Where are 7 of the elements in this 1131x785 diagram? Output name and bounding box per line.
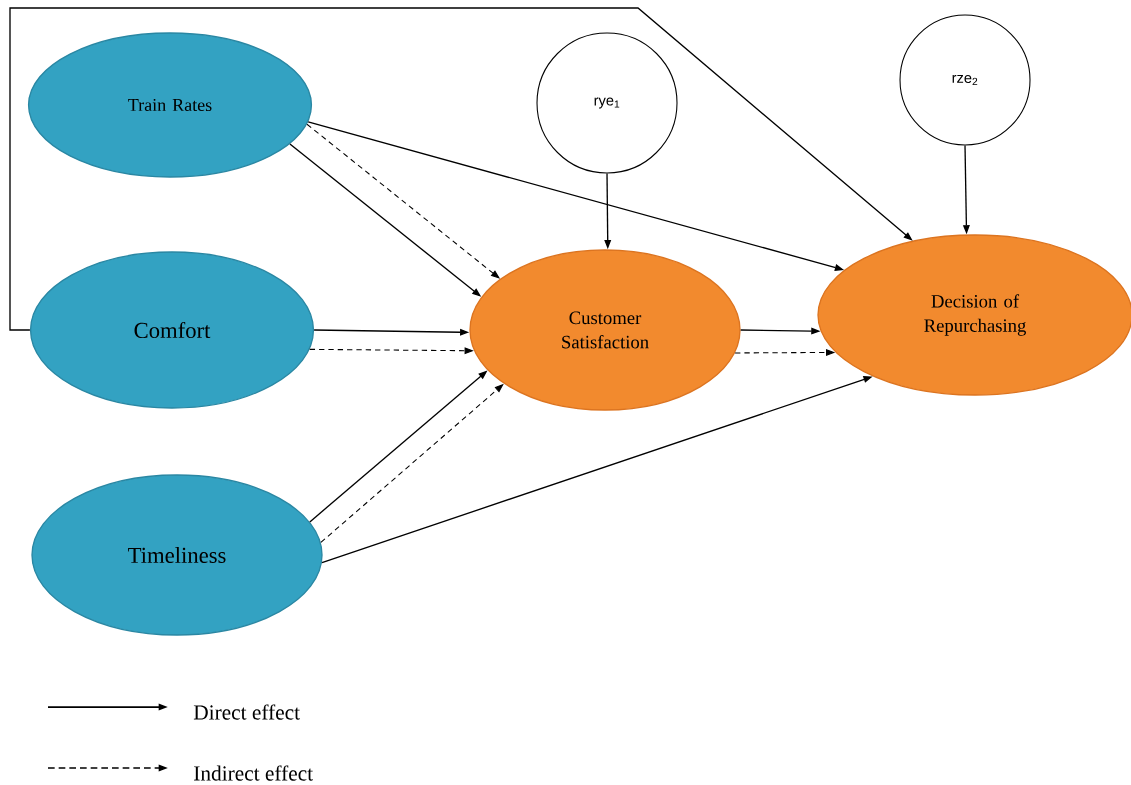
- legend-text: Indirect effect: [194, 765, 313, 781]
- ellipse-node: Customer Satisfaction: [469, 249, 741, 411]
- ellipse-node: Timeliness: [31, 474, 323, 636]
- ellipse-node: Train Rates: [27, 32, 313, 178]
- ellipse-node: Comfort: [29, 251, 315, 409]
- ellipse-node: Decision of Repurchasing: [817, 234, 1131, 396]
- legend-text: Direct effect: [193, 704, 300, 720]
